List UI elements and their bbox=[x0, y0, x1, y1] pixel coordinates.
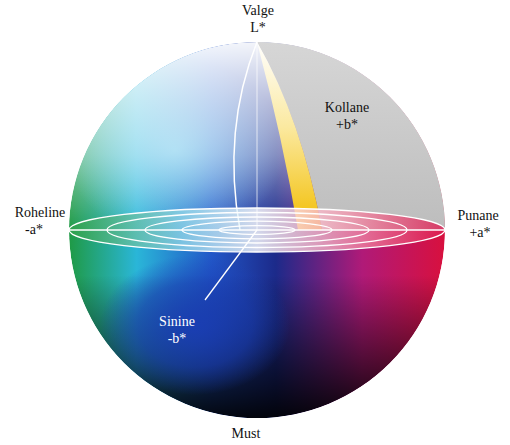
b-axis bbox=[205, 230, 257, 300]
lightness-shade bbox=[69, 42, 445, 418]
axis-label: +b* bbox=[336, 117, 358, 133]
lightness-meridian bbox=[234, 42, 257, 230]
axis-label: Sinine bbox=[159, 314, 195, 330]
axis-label: Kollane bbox=[325, 100, 369, 116]
l-axis bbox=[257, 42, 258, 230]
blue-glow bbox=[100, 255, 290, 395]
yellow-slice bbox=[257, 42, 322, 230]
sphere-body bbox=[65, 42, 445, 418]
axis-label: Punane bbox=[457, 208, 498, 224]
pole-label: Valge bbox=[242, 3, 274, 19]
axis-label: Roheline bbox=[15, 205, 66, 221]
axis-label: L* bbox=[250, 20, 266, 36]
pole-label: Must bbox=[232, 426, 261, 442]
axis-label: -b* bbox=[168, 331, 187, 347]
hue-fill bbox=[69, 42, 445, 418]
axis-label: -a* bbox=[25, 222, 43, 238]
cutaway-face bbox=[257, 42, 445, 230]
axis-label: +a* bbox=[469, 225, 490, 241]
